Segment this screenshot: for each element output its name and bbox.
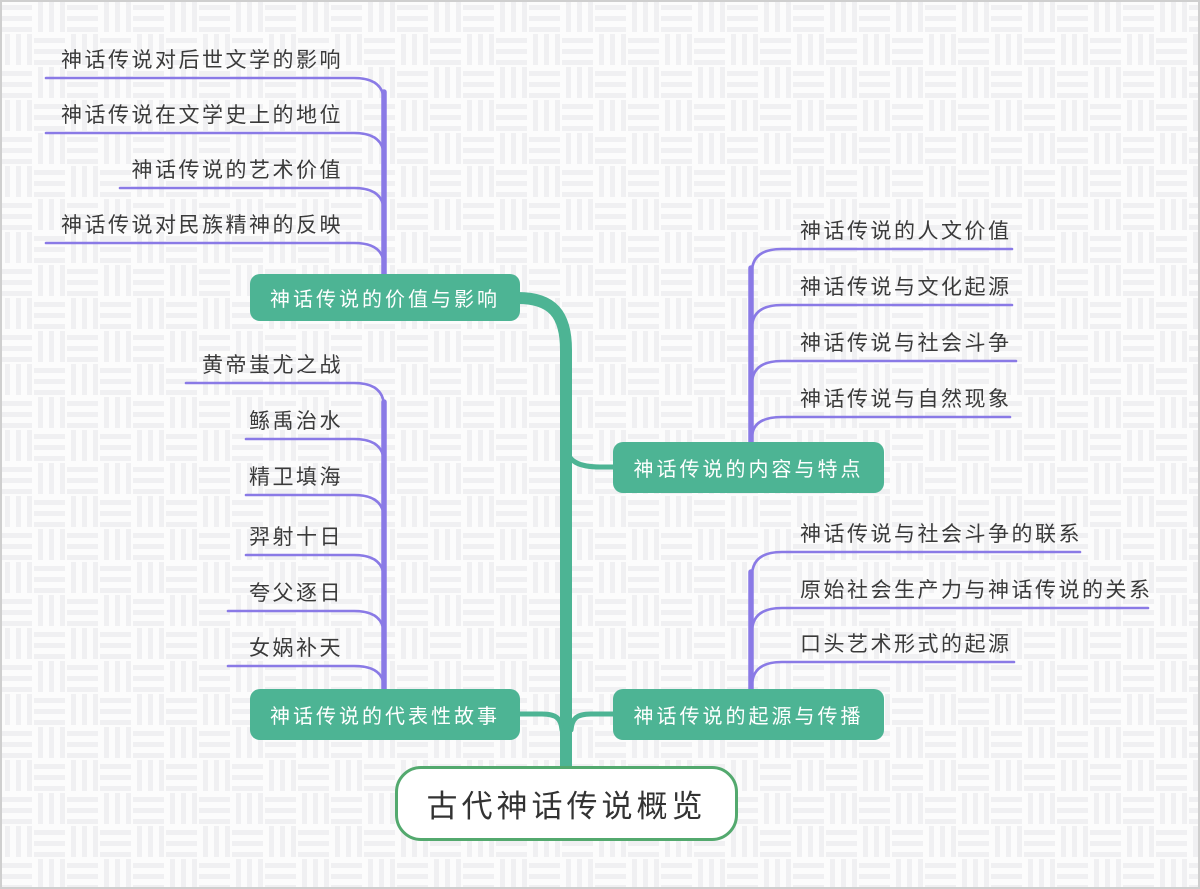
leaf-underline	[226, 609, 386, 637]
leaf-underline	[750, 550, 1082, 578]
root-node[interactable]: 古代神话传说概览	[395, 766, 738, 841]
leaf-underline	[244, 437, 386, 465]
leaf-underline	[226, 664, 386, 690]
leaf-underline	[44, 131, 386, 159]
leaf-node[interactable]: 神话传说与文化起源	[800, 276, 1012, 299]
leaf-node[interactable]: 神话传说与社会斗争的联系	[800, 523, 1082, 546]
trunk-branch-stories	[516, 711, 565, 733]
leaf-node[interactable]: 神话传说的人文价值	[800, 220, 1012, 243]
leaf-underline	[44, 76, 386, 104]
leaf-node[interactable]: 原始社会生产力与神话传说的关系	[800, 579, 1153, 602]
leaf-underline	[244, 493, 386, 521]
leaf-underline	[184, 381, 386, 409]
trunk-lines	[512, 292, 617, 772]
trunk-branch-content	[563, 443, 616, 470]
leaf-node[interactable]: 鲧禹治水	[249, 410, 343, 433]
branch-node-content-features[interactable]: 神话传说的内容与特点	[613, 442, 884, 493]
leaf-node[interactable]: 夸父逐日	[249, 582, 343, 605]
leaf-underline	[750, 247, 1014, 274]
leaf-node[interactable]: 羿射十日	[249, 526, 343, 549]
leaf-node[interactable]: 精卫填海	[249, 466, 343, 489]
leaf-node[interactable]: 神话传说与社会斗争	[800, 332, 1012, 355]
leaf-underline	[118, 186, 386, 214]
leaf-node[interactable]: 口头艺术形式的起源	[800, 633, 1012, 656]
leaf-node[interactable]: 黄帝蚩尤之战	[202, 354, 343, 377]
leaf-underline	[750, 359, 1018, 386]
branch-node-value-influence[interactable]: 神话传说的价值与影响	[250, 274, 520, 321]
sub-branch-lines	[44, 76, 1150, 692]
leaf-underline	[750, 303, 1014, 330]
leaf-underline	[244, 553, 386, 581]
leaf-underline	[750, 660, 1016, 688]
leaf-underline	[750, 606, 1150, 634]
trunk-line	[512, 292, 572, 772]
leaf-node[interactable]: 神话传说与自然现象	[800, 388, 1012, 411]
leaf-node[interactable]: 神话传说的艺术价值	[131, 159, 343, 182]
leaf-node[interactable]: 神话传说对后世文学的影响	[61, 49, 343, 72]
trunk-branch-origin	[568, 711, 617, 733]
leaf-node[interactable]: 神话传说对民族精神的反映	[61, 214, 343, 237]
leaf-node[interactable]: 神话传说在文学史上的地位	[61, 104, 343, 127]
leaf-node[interactable]: 女娲补天	[249, 637, 343, 660]
leaf-underline	[750, 415, 1012, 440]
branch-node-representative-stories[interactable]: 神话传说的代表性故事	[250, 689, 520, 740]
leaf-underline	[44, 241, 386, 268]
branch-node-origin-spread[interactable]: 神话传说的起源与传播	[613, 689, 884, 740]
